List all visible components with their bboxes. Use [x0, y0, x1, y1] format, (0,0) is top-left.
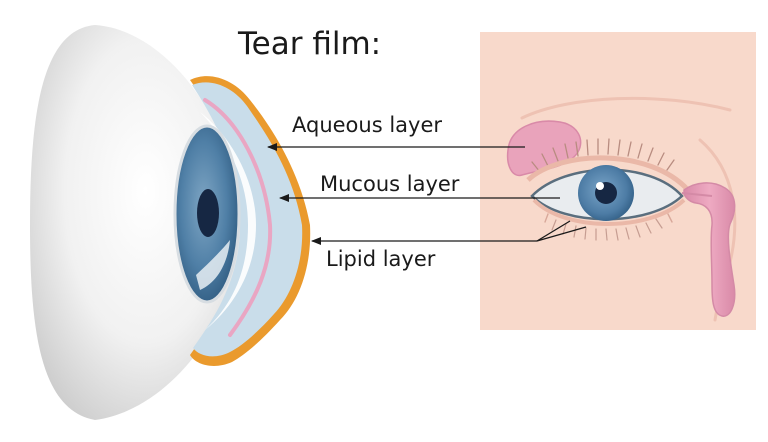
lipid-layer-pointer-b	[536, 226, 587, 242]
diagram-title: Tear film:	[238, 26, 382, 62]
eyeball-side-view	[30, 25, 311, 420]
nasolacrimal-duct	[683, 182, 736, 317]
brow-crease	[520, 96, 732, 120]
upper-eyelashes	[531, 138, 675, 173]
label-lipid-layer: Lipid layer	[326, 247, 436, 271]
lower-eyelid	[532, 198, 686, 226]
meibomian-glands	[544, 213, 673, 223]
lipid-layer-pointer-a	[536, 220, 571, 242]
upper-eyelid	[526, 155, 690, 192]
lower-eyelashes	[551, 218, 663, 241]
cornea-surface	[200, 112, 256, 330]
lacrimal-canaliculus	[681, 192, 713, 197]
pupil-side	[197, 189, 219, 237]
mucous-layer-band	[203, 98, 273, 337]
eye-glint	[596, 182, 604, 190]
label-arrows	[267, 143, 587, 245]
iris-highlight	[196, 240, 230, 290]
sclera	[30, 25, 240, 420]
label-aqueous-layer: Aqueous layer	[292, 113, 443, 137]
label-mucous-layer: Mucous layer	[320, 172, 460, 196]
eye-front-view	[480, 32, 756, 330]
